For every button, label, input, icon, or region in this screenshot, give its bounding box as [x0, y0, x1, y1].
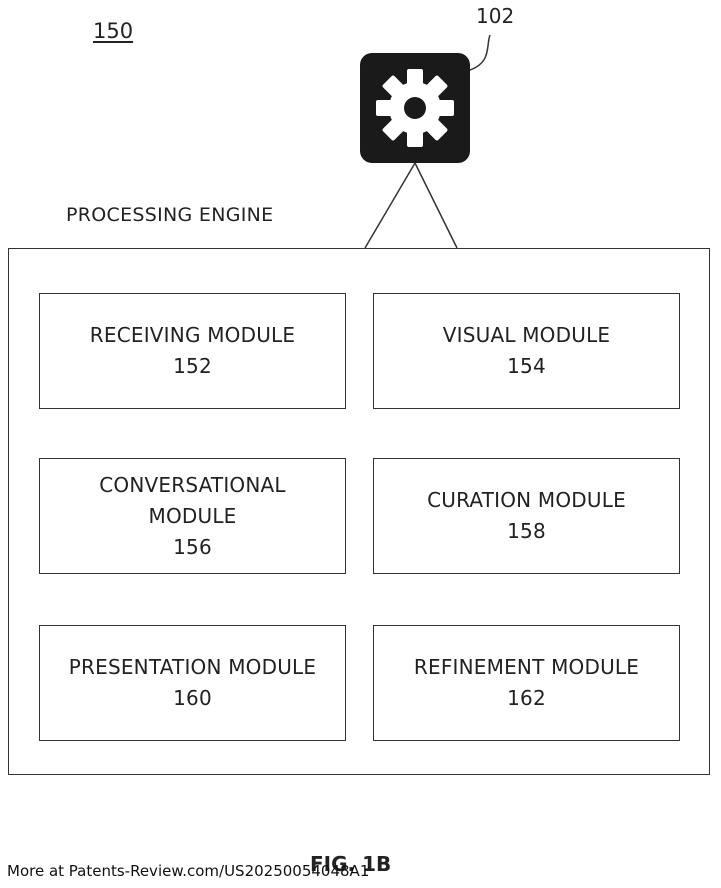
conversational-module-box: CONVERSATIONAL MODULE 156 [39, 458, 346, 574]
module-ref: 156 [173, 532, 212, 563]
module-name-line-1: CONVERSATIONAL [99, 470, 286, 501]
processing-device-box [360, 53, 470, 163]
refinement-module-box: REFINEMENT MODULE 162 [373, 625, 680, 741]
receiving-module-box: RECEIVING MODULE 152 [39, 293, 346, 409]
module-ref: 158 [507, 516, 546, 547]
module-ref: 162 [507, 683, 546, 714]
curation-module-box: CURATION MODULE 158 [373, 458, 680, 574]
module-ref: 152 [173, 351, 212, 382]
figure-reference-number: 150 [93, 19, 133, 43]
module-name: REFINEMENT MODULE [414, 652, 639, 683]
engine-connector-right [415, 163, 457, 248]
module-ref: 154 [507, 351, 546, 382]
source-footer: More at Patents-Review.com/US20250054048… [7, 862, 369, 880]
processing-engine-label: PROCESSING ENGINE [66, 204, 273, 226]
presentation-module-box: PRESENTATION MODULE 160 [39, 625, 346, 741]
module-ref: 160 [173, 683, 212, 714]
module-name: RECEIVING MODULE [90, 320, 295, 351]
visual-module-box: VISUAL MODULE 154 [373, 293, 680, 409]
module-name: CURATION MODULE [427, 485, 626, 516]
device-reference-number: 102 [476, 4, 514, 28]
device-ref-leader [470, 35, 490, 70]
module-name-line-2: MODULE [148, 501, 236, 532]
gear-icon [370, 63, 460, 153]
module-name: PRESENTATION MODULE [69, 652, 316, 683]
engine-connector-left [365, 163, 415, 248]
module-name: VISUAL MODULE [443, 320, 611, 351]
